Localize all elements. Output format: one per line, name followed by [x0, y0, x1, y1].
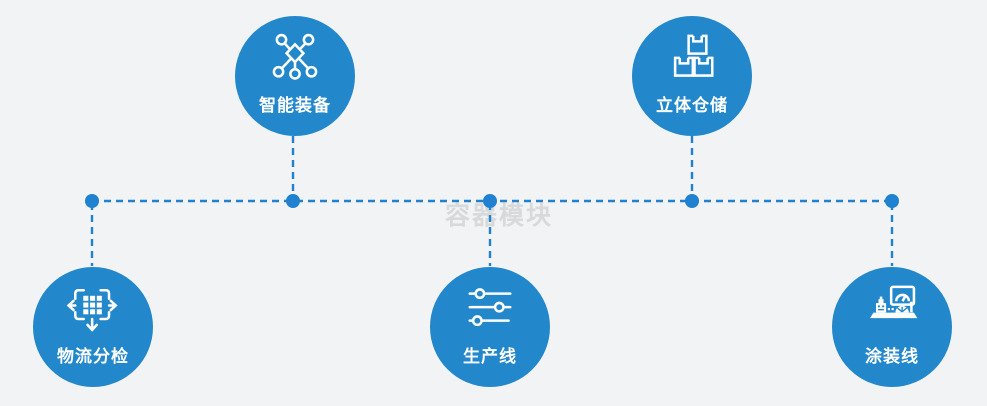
network-nodes-icon: [268, 30, 322, 84]
junction-dot: [685, 194, 699, 208]
junction-dot: [885, 194, 899, 208]
junction-dot: [483, 194, 497, 208]
node-label: 生产线: [463, 347, 517, 366]
junction-dot: [85, 194, 99, 208]
node-stereo-warehouse: 立体仓储: [632, 16, 752, 136]
node-label: 立体仓储: [656, 96, 728, 115]
node-production-line: 生产线: [430, 267, 550, 387]
node-logistics-sorting: 物流分检: [33, 267, 153, 387]
watermark: 容器模块: [445, 202, 554, 230]
junction-dot: [286, 194, 300, 208]
machine-monitor-icon: [865, 281, 919, 335]
node-coating-line: 涂装线: [832, 267, 952, 387]
node-smart-equipment: 智能装备: [235, 16, 355, 136]
node-label: 物流分检: [57, 347, 129, 366]
move-sort-grid-icon: [66, 281, 120, 335]
node-label: 智能装备: [259, 96, 331, 115]
sliders-icon: [463, 281, 517, 335]
stacked-boxes-icon: [665, 30, 719, 84]
node-label: 涂装线: [865, 347, 919, 366]
